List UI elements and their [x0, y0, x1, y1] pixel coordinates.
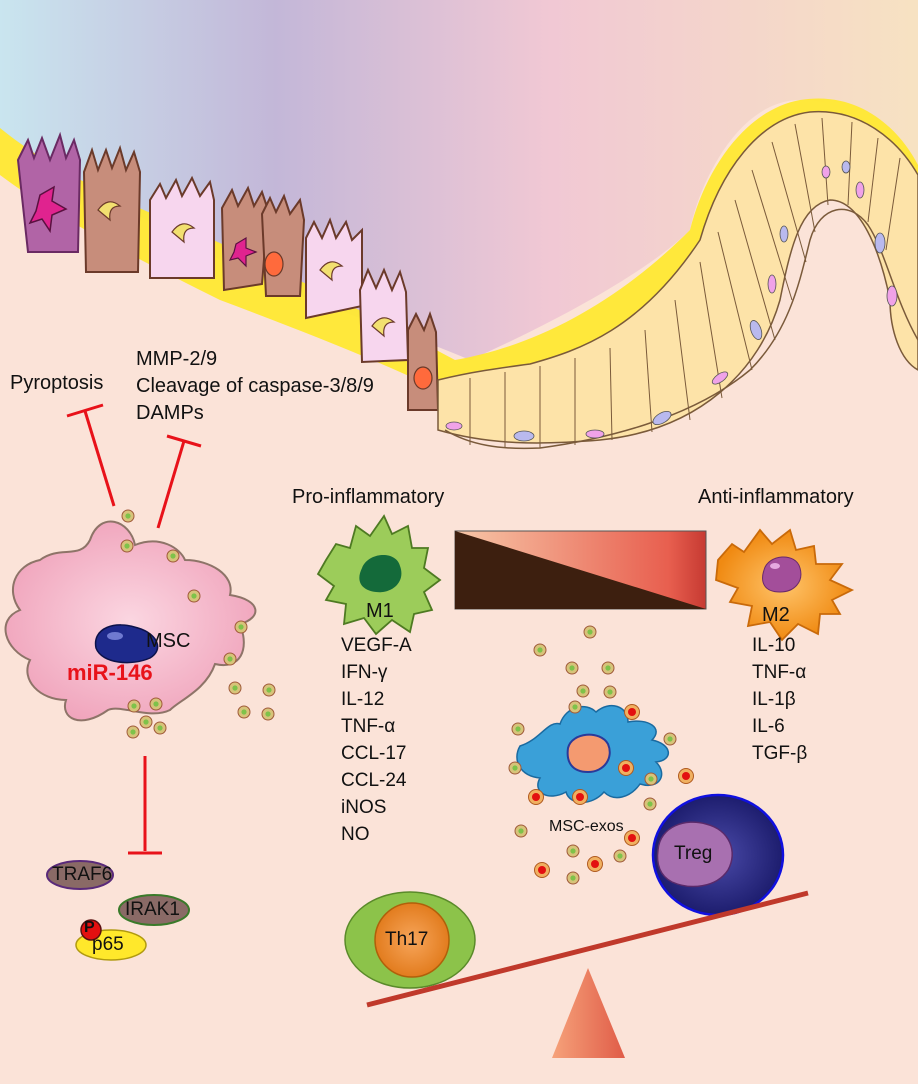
m1-factor: CCL-24: [341, 770, 407, 791]
pro-inflammatory-label: Pro-inflammatory: [292, 486, 445, 508]
m2-factor: TNF-α: [752, 662, 807, 683]
nfkb-signaling: [46, 860, 190, 961]
treg-label: Treg: [674, 843, 713, 864]
phospho-label: P: [84, 919, 95, 936]
m2-factor: IL-10: [752, 635, 796, 656]
mir146-label: miR-146: [67, 660, 153, 685]
m2-factor-list: IL-10 TNF-α IL-1β IL-6 TGF-β: [752, 632, 807, 767]
inhibition-arrows: [66, 403, 202, 855]
m2-factor: IL-6: [752, 716, 785, 737]
lumen: [0, 0, 918, 360]
healthy-epithelium: [437, 110, 918, 450]
polarization-gradient: [454, 530, 707, 610]
m2-label: M2: [762, 604, 790, 626]
treg-cell: [651, 793, 785, 917]
msc-exos-label: MSC-exos: [549, 818, 624, 835]
m1-factor: TNF-α: [341, 716, 396, 737]
m1-macrophage: [316, 514, 442, 636]
m1-factor: CCL-17: [341, 743, 407, 764]
m2-factor: IL-1β: [752, 689, 796, 710]
m1-factor: NO: [341, 824, 370, 845]
th17-label: Th17: [385, 929, 429, 950]
m1-factor: IL-12: [341, 689, 385, 710]
damage-mediator-list: MMP-2/9 Cleavage of caspase-3/8/9 DAMPs: [136, 346, 374, 427]
m2-factor: TGF-β: [752, 743, 808, 764]
th17-cell: [344, 891, 476, 989]
traf6-label: TRAF6: [52, 864, 113, 885]
immune-balance-seesaw: [366, 890, 809, 1058]
damage-item: DAMPs: [136, 402, 204, 424]
msc-cell: [4, 520, 257, 729]
msc-label: MSC: [146, 630, 191, 652]
m2-macrophage: [715, 528, 855, 642]
p65-label: p65: [92, 934, 124, 955]
dendritic-cell: [516, 704, 669, 804]
damaged-epithelium: [16, 131, 440, 411]
pyroptosis-label: Pyroptosis: [10, 372, 104, 394]
m1-factor: VEGF-A: [341, 635, 412, 656]
m1-factor: iNOS: [341, 797, 387, 818]
anti-inflammatory-label: Anti-inflammatory: [698, 486, 854, 508]
damage-item: MMP-2/9: [136, 348, 218, 370]
m1-factor-list: VEGF-A IFN-γ IL-12 TNF-α CCL-17 CCL-24 i…: [341, 632, 412, 848]
irak1-label: IRAK1: [125, 899, 180, 920]
m1-label: M1: [366, 600, 394, 622]
m1-factor: IFN-γ: [341, 662, 388, 683]
damage-item: Cleavage of caspase-3/8/9: [136, 375, 374, 397]
